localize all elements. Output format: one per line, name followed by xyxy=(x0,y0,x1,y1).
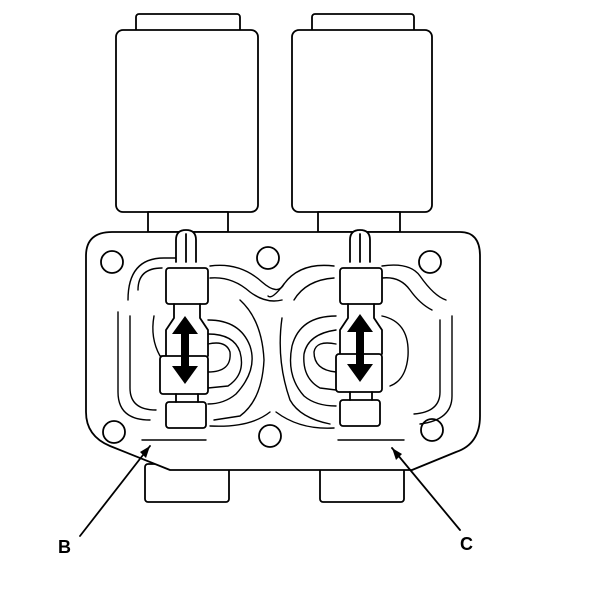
mounting-plate xyxy=(85,231,481,471)
right-solenoid-coil xyxy=(291,13,433,233)
right-fluid-passages xyxy=(267,264,453,441)
left-fluid-passages xyxy=(117,257,285,441)
left-double-arrow-icon xyxy=(172,316,198,384)
left-solenoid-coil xyxy=(115,13,259,233)
leader-line-c xyxy=(391,447,461,531)
mounting-hole xyxy=(420,418,444,442)
leader-line-b xyxy=(79,445,151,537)
right-double-arrow-icon xyxy=(347,314,373,382)
mounting-hole xyxy=(256,246,280,270)
mounting-hole xyxy=(102,420,126,444)
mounting-hole xyxy=(100,250,124,274)
callout-label-b: B xyxy=(58,537,71,557)
callout-label-c: C xyxy=(460,534,473,554)
leader-arrowhead-b xyxy=(140,446,150,458)
mounting-hole xyxy=(418,250,442,274)
leader-arrowhead-c xyxy=(392,448,402,460)
mounting-hole xyxy=(258,424,282,448)
